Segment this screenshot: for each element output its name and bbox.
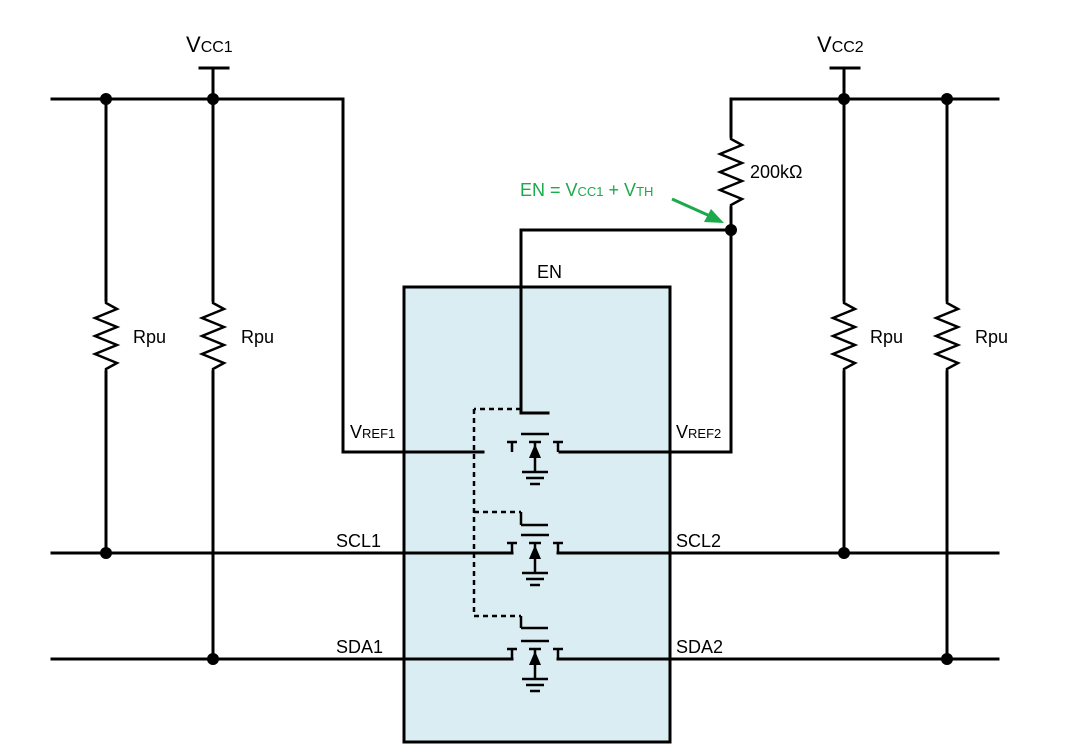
rpu-right-1-wiring [831, 97, 857, 555]
junction-dots [100, 93, 953, 665]
scl1-label: SCL1 [336, 531, 381, 551]
vcc2-rail [729, 66, 1000, 101]
rpu-right-2-label: Rpu [975, 327, 1008, 347]
vref2-label: VREF2 [676, 422, 721, 442]
vref1-label: VREF1 [350, 422, 395, 442]
scl2-label: SCL2 [676, 531, 721, 551]
rpu-right-1-label: Rpu [870, 327, 903, 347]
rpu-left-2-label: Rpu [241, 327, 274, 347]
sda1-label: SDA1 [336, 637, 383, 657]
rpu-right-2-wiring [934, 97, 960, 661]
vcc1-label: VCC1 [186, 32, 233, 57]
vcc1-rail [50, 66, 345, 101]
rpu-left-2-wiring [200, 97, 226, 661]
en-annotation-arrow [671, 197, 724, 223]
gate-dashed-link [472, 407, 548, 630]
enable-resistor-label: 200kΩ [750, 162, 803, 182]
sda2-label: SDA2 [676, 637, 723, 657]
vcc2-label: VCC2 [817, 32, 864, 57]
translator-ic-body [402, 285, 672, 744]
en-threshold-annotation: EN = VCC1 + VTH [520, 180, 653, 200]
vref1-wire [341, 97, 485, 454]
en-pin-label: EN [537, 262, 562, 282]
rpu-left-1-label: Rpu [133, 327, 166, 347]
en-wire [519, 228, 733, 415]
rpu-left-1-wiring [93, 97, 119, 555]
enable-resistor-wiring [558, 97, 744, 454]
